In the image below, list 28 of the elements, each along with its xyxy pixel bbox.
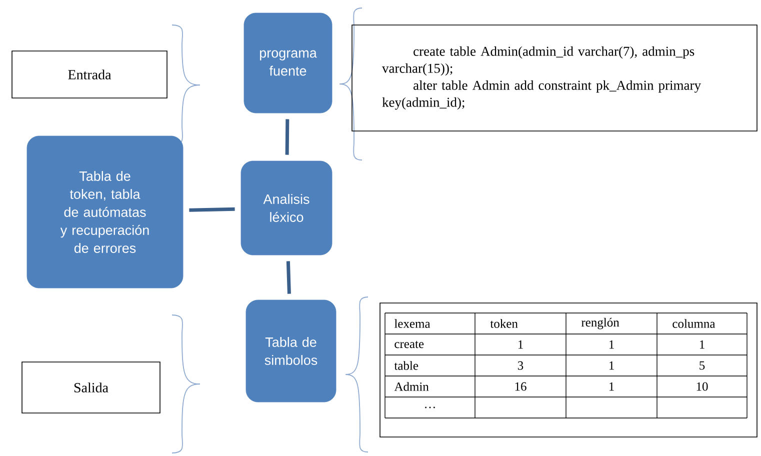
table-entry: 16 — [515, 382, 526, 391]
table-entry: 5 — [700, 361, 705, 370]
table-entry: 1 — [609, 382, 614, 391]
table-header: token — [490, 319, 518, 328]
connector — [285, 119, 290, 155]
table-entry: 10 — [696, 382, 708, 391]
table-entry: … — [425, 406, 435, 408]
table-entry: 3 — [518, 361, 524, 370]
table-frame — [380, 302, 758, 438]
text-box: Salida — [22, 362, 160, 414]
table-entry: 1 — [518, 340, 523, 349]
table-entry: 1 — [609, 361, 614, 370]
table-entry: 1 — [609, 340, 614, 349]
table-header: renglón — [581, 318, 620, 330]
table-entry: create — [394, 340, 424, 348]
process-box: Tabla de simbolos — [246, 300, 336, 402]
connector — [189, 207, 235, 212]
code-box: create table Admin(admin_id varchar(7), admin_ps varchar(15)); alter table Admin add constraint pk_Admin primary key(admin_id); — [352, 24, 758, 132]
process-box: Tabla de token, tabla de autómatas y recuperación de errores — [26, 136, 184, 288]
connector — [286, 261, 291, 294]
table-entry: table — [394, 361, 418, 370]
table-entry: Admin — [394, 382, 429, 391]
process-box: Analisis léxico — [240, 160, 332, 256]
table-entry: 1 — [700, 340, 704, 349]
table-header: columna — [672, 319, 716, 328]
text-box: Entrada — [12, 50, 168, 98]
process-box: programa fuente — [244, 12, 332, 114]
table-header: lexema — [394, 319, 430, 328]
